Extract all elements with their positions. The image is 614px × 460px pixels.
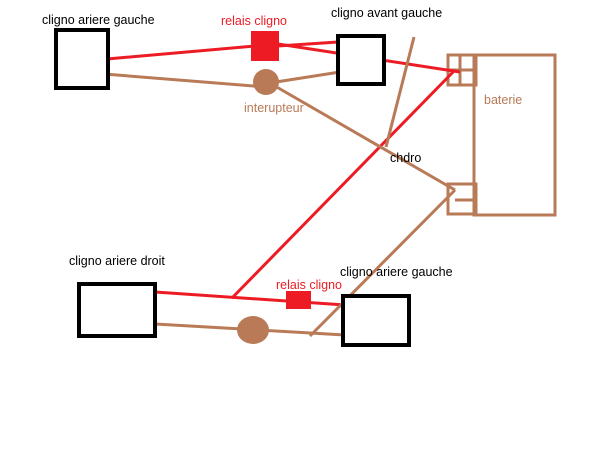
label-chassis: chdro: [390, 151, 421, 165]
negative-wire-front-to-chassis: [384, 36, 416, 148]
lamp-rear-left-bottom: [341, 294, 411, 347]
lamp-front-left: [336, 34, 386, 86]
negative-wire-top-front: [275, 70, 341, 84]
positive-wire-top-rear: [106, 44, 256, 61]
label-rear-left-bottom: cligno ariere gauche: [340, 265, 453, 279]
switch-top: [253, 69, 279, 95]
positive-wire-diagonal: [230, 68, 457, 300]
label-relay-top: relais cligno: [221, 14, 287, 28]
switch-bottom: [237, 316, 269, 344]
negative-wire-bottom-to-battery: [308, 188, 457, 338]
battery: [446, 53, 557, 217]
positive-wires: [106, 40, 461, 307]
label-relay-bottom: relais cligno: [276, 278, 342, 292]
relay-bottom: [286, 291, 311, 309]
lamps: [54, 28, 411, 347]
label-rear-right: cligno ariere droit: [69, 254, 165, 268]
positive-wire-bottom: [154, 290, 346, 307]
negative-wire-top: [103, 72, 267, 89]
label-switch-top: interupteur: [244, 101, 304, 115]
negative-wire-switch-to-battery: [267, 80, 456, 192]
relay-top: [251, 31, 279, 61]
label-rear-left-top: cligno ariere gauche: [42, 13, 155, 27]
label-battery: baterie: [484, 93, 522, 107]
lamp-rear-left-top: [54, 28, 110, 90]
label-front-left: cligno avant gauche: [331, 6, 442, 20]
battery-body: [472, 53, 557, 217]
lamp-rear-right: [77, 282, 157, 338]
